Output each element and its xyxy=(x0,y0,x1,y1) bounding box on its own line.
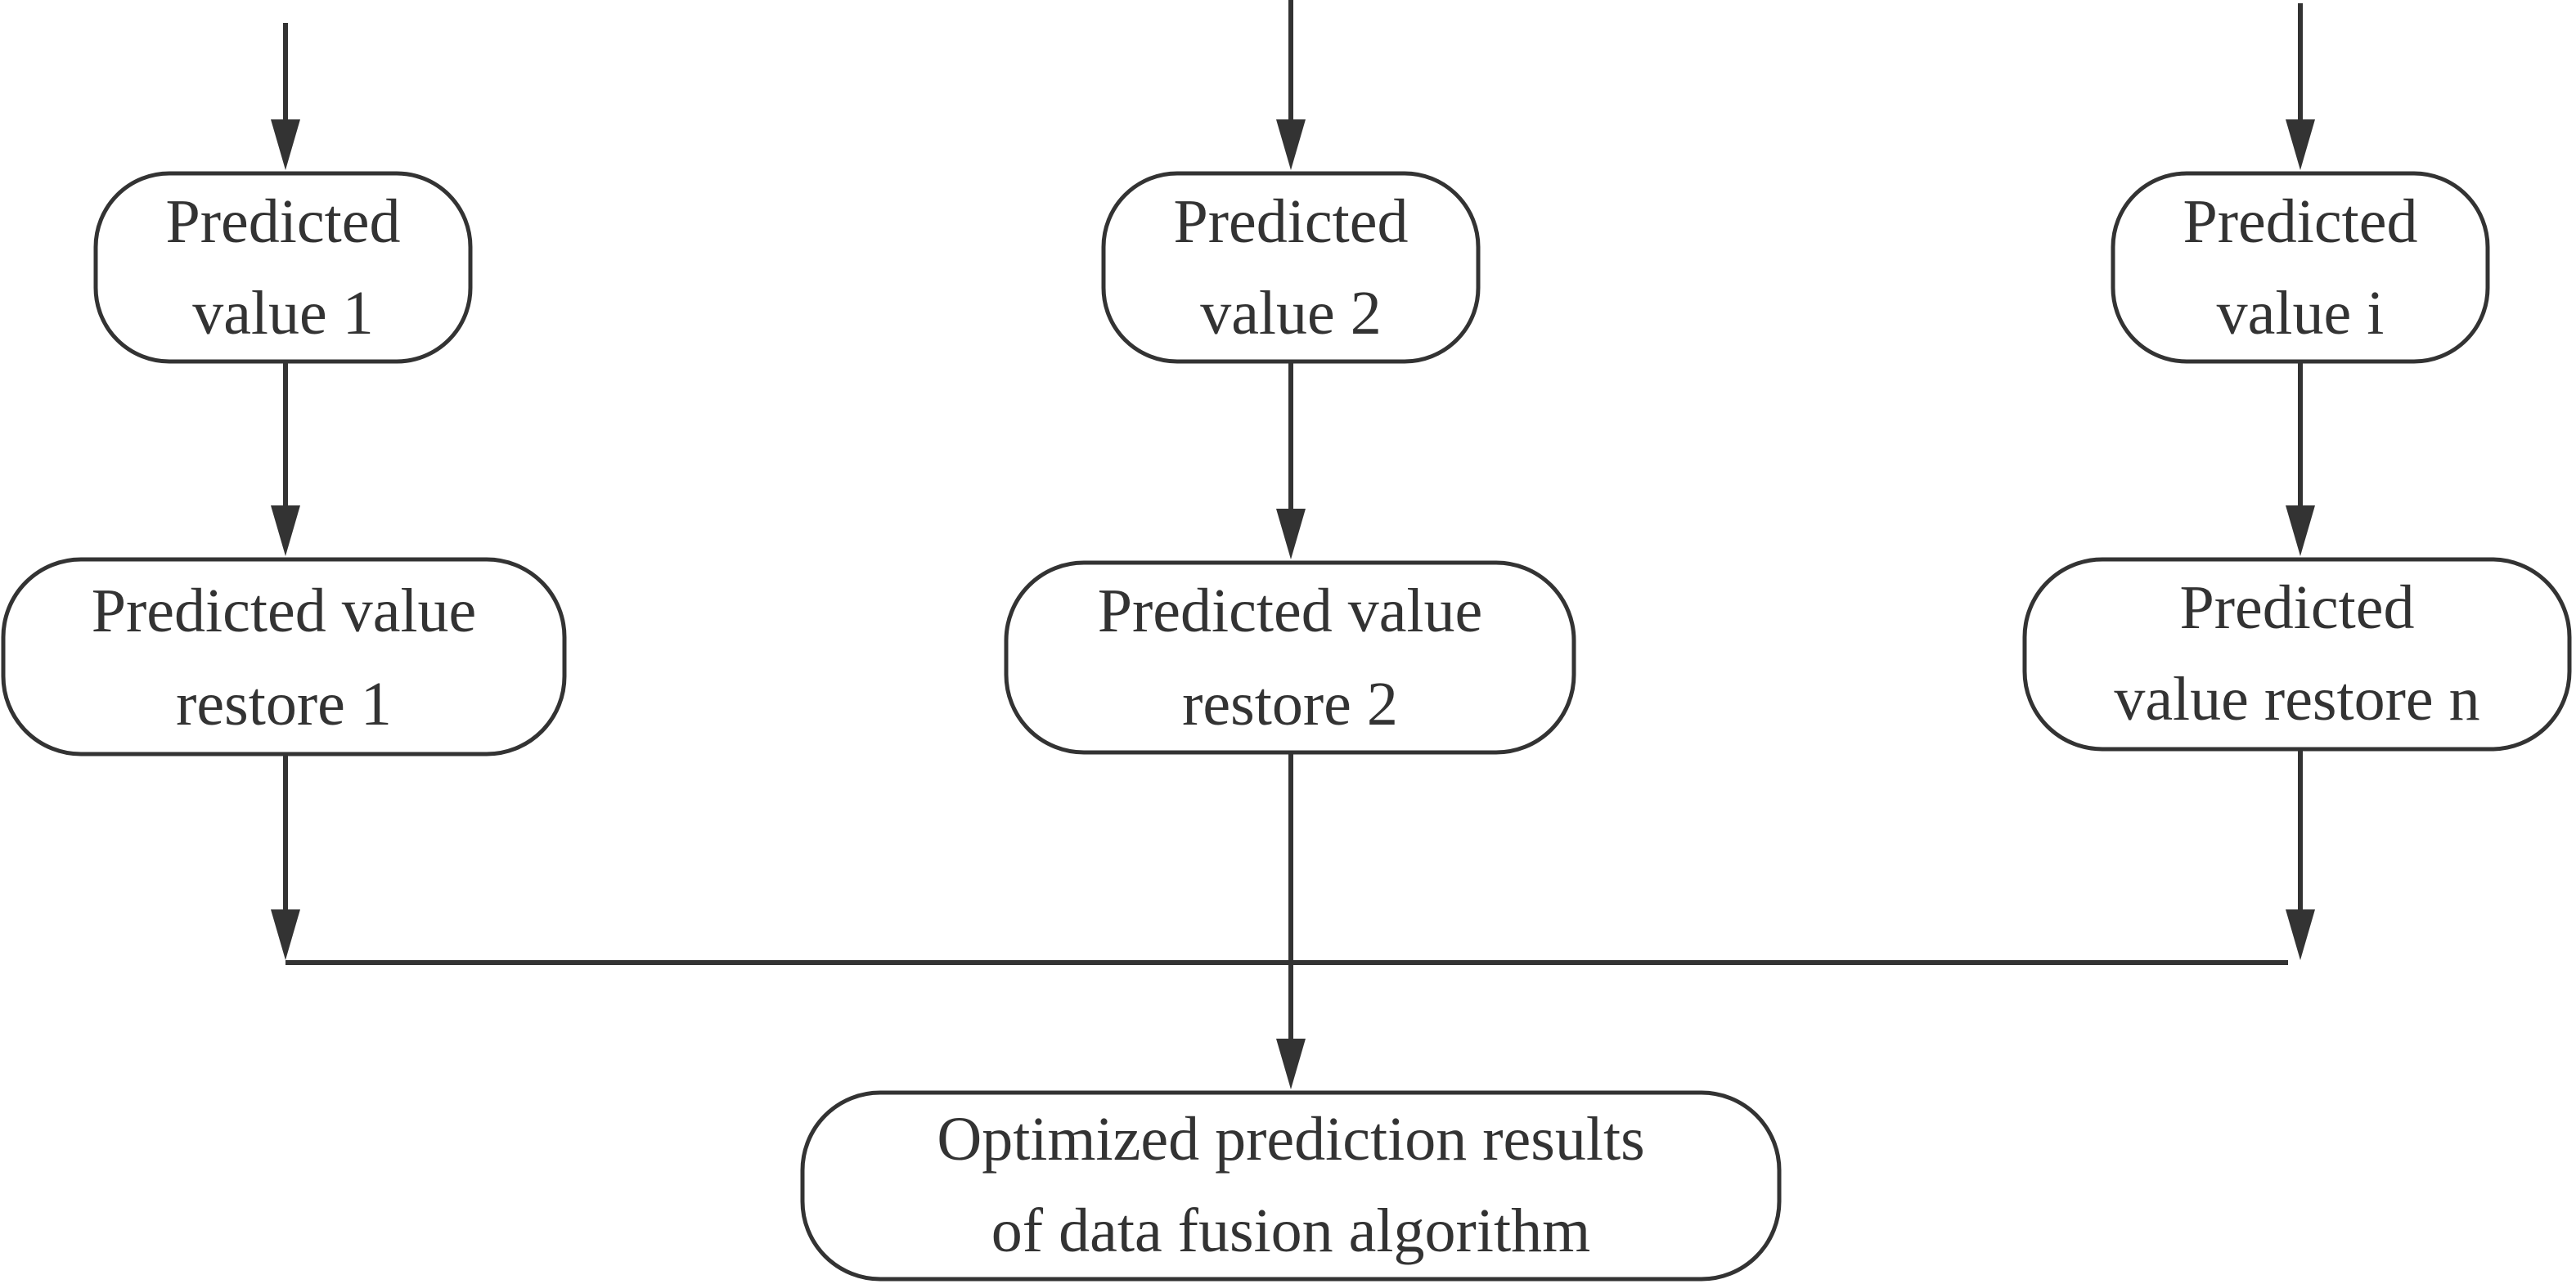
node-label: of data fusion algorithm xyxy=(991,1196,1590,1265)
arrowhead-input-i xyxy=(2286,119,2315,170)
node-restore-n: Predicted value restore n xyxy=(2022,557,2572,752)
node-label: Predicted xyxy=(165,187,400,256)
arrowheads xyxy=(271,119,2315,1089)
node-label: Optimized prediction results xyxy=(937,1105,1644,1174)
edges xyxy=(283,0,2303,1053)
node-label: Predicted value xyxy=(1098,577,1483,645)
arrowhead-restore-2 xyxy=(1276,509,1306,559)
node-predicted-value-i: Predicted value i xyxy=(2111,171,2490,364)
arrowhead-restore-1 xyxy=(271,505,300,556)
arrowhead-merge-right xyxy=(2286,909,2315,960)
node-label: value restore n xyxy=(2114,665,2479,734)
node-label: value 1 xyxy=(192,279,374,348)
arrowhead-result xyxy=(1276,1039,1306,1089)
node-restore-1: Predicted value restore 1 xyxy=(1,557,567,756)
node-predicted-value-2: Predicted value 2 xyxy=(1101,171,1481,364)
arrowhead-input-1 xyxy=(271,119,300,170)
node-label: Predicted xyxy=(2183,187,2417,256)
node-label: Predicted value xyxy=(92,577,477,645)
node-label: Predicted xyxy=(2179,573,2414,642)
node-label: value 2 xyxy=(1200,279,1382,348)
arrowhead-restore-n xyxy=(2286,505,2315,556)
node-result: Optimized prediction results of data fus… xyxy=(800,1090,1782,1282)
node-label: restore 2 xyxy=(1182,670,1398,739)
arrowhead-input-2 xyxy=(1276,119,1306,170)
node-predicted-value-1: Predicted value 1 xyxy=(93,171,473,364)
node-restore-2: Predicted value restore 2 xyxy=(1004,560,1576,755)
arrowhead-merge-left xyxy=(271,909,300,960)
node-label: value i xyxy=(2217,279,2385,348)
node-label: Predicted xyxy=(1173,187,1408,256)
node-label: restore 1 xyxy=(176,670,392,739)
